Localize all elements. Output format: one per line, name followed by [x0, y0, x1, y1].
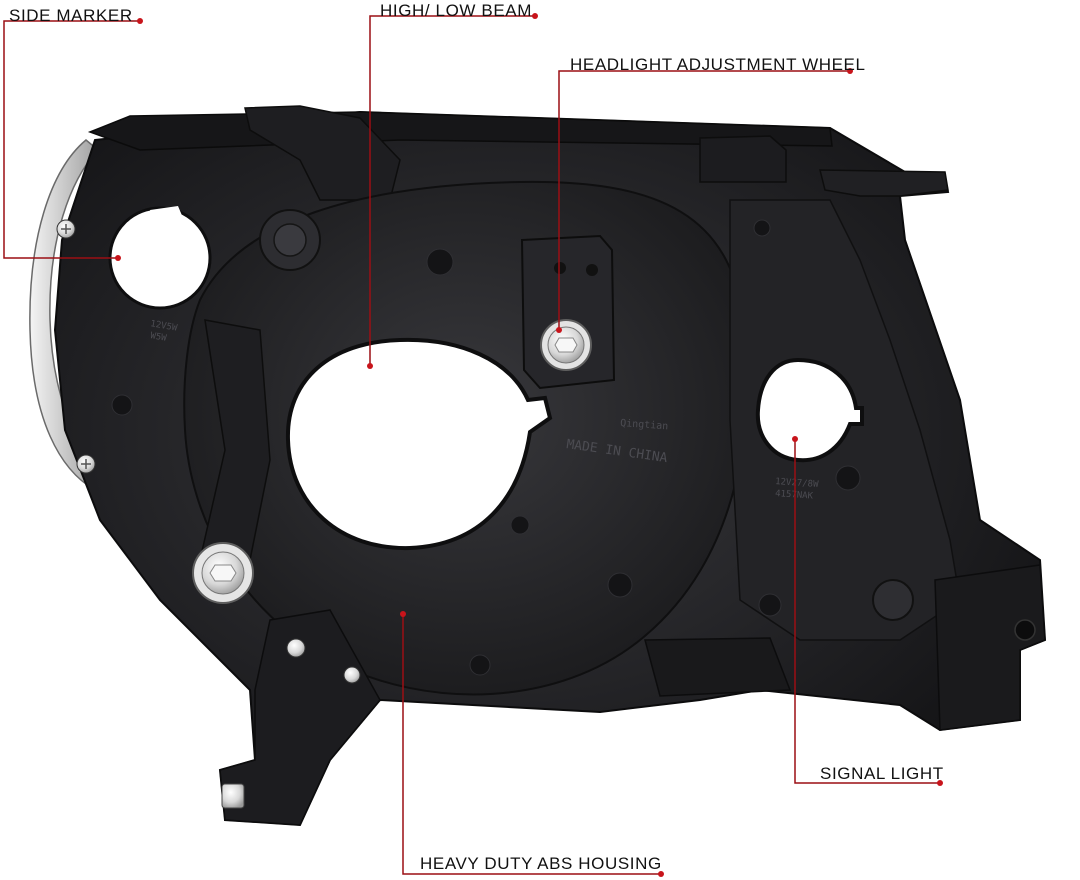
callout-dots [115, 13, 943, 877]
adjuster-knob-icon [540, 319, 592, 371]
callout-signal-light: SIGNAL LIGHT [820, 764, 944, 783]
screw-icon [56, 219, 76, 239]
callout-dot [532, 13, 538, 19]
callout-headlight-adjustment-wheel: HEADLIGHT ADJUSTMENT WHEEL [570, 55, 866, 74]
headlight-housing [29, 105, 1047, 827]
screw-icon [286, 638, 306, 658]
marker-bulb-code: W5W [149, 331, 167, 344]
callout-side-marker: SIDE MARKER [9, 6, 133, 25]
callout-heavy-duty-abs-housing: HEAVY DUTY ABS HOUSING [420, 854, 662, 873]
brand-mark: Qingtian [620, 418, 669, 432]
callout-dot [556, 327, 562, 333]
callout-line-signal-light [794, 439, 940, 784]
callout-line-side-marker [3, 20, 140, 259]
callout-dot [137, 18, 143, 24]
callout-line-high-low-beam [369, 15, 535, 366]
high-low-beam-opening [285, 337, 553, 551]
callout-line-abs-housing [402, 614, 661, 875]
callout-dot [847, 68, 853, 74]
callout-line-adjustment-wheel [558, 70, 850, 330]
callout-dot [400, 611, 406, 617]
callout-dot [792, 436, 798, 442]
callout-dot [367, 363, 373, 369]
signal-light-opening [755, 357, 864, 463]
callout-high-low-beam: HIGH/ LOW BEAM [380, 1, 532, 20]
callout-dot [937, 780, 943, 786]
screw-icon [343, 666, 361, 684]
marker-bulb-spec: 12V5W [149, 319, 178, 334]
signal-bulb-spec: 12V27/8W [775, 477, 820, 490]
adjuster-knob-icon [192, 542, 254, 604]
screw-icon [76, 454, 96, 474]
callout-lines [3, 15, 940, 875]
callout-dot [115, 255, 121, 261]
callout-dot [658, 871, 664, 877]
bulb-socket-icon [221, 783, 245, 809]
